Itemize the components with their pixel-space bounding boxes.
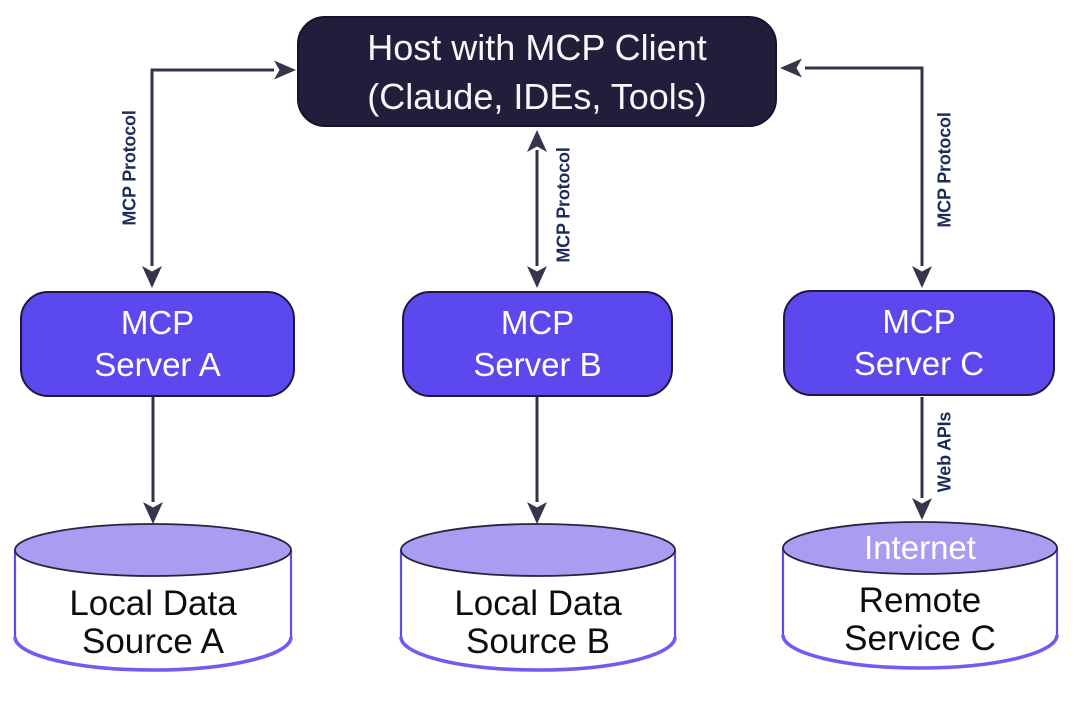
mcp-protocol-label-middle: MCP Protocol [553, 147, 574, 263]
host-box: Host with MCP Client (Claude, IDEs, Tool… [297, 16, 777, 127]
server-b-box: MCP Server B [402, 291, 673, 397]
arrowhead-into-host-middle [527, 130, 547, 152]
cylinder-b-top [400, 523, 676, 577]
host-line2: (Claude, IDEs, Tools) [367, 75, 707, 117]
cylinder-a-top [14, 523, 292, 577]
cylinder-c-bottom-arc [781, 634, 1059, 670]
arrowhead-into-server-c [912, 266, 932, 288]
connector-host-server-c [805, 66, 924, 266]
server-a-line1: MCP [120, 304, 195, 341]
server-c-line2: Server C [853, 345, 985, 382]
arrowhead-into-source-a [143, 502, 163, 524]
cylinder-c-top [782, 521, 1058, 575]
remote-service-c-label: Remote Service C [770, 582, 1070, 658]
data-source-a-line2: Source A [81, 622, 225, 661]
arrowhead-into-host-right [780, 58, 802, 78]
server-b-line2: Server B [473, 346, 602, 383]
arrowhead-into-server-b [527, 266, 547, 288]
remote-service-c-line2: Service C [844, 619, 996, 658]
arrowhead-into-internet [912, 498, 932, 520]
arrowhead-into-host-left [274, 60, 296, 80]
arrowhead-into-server-a [142, 266, 162, 288]
data-source-a-line1: Local Data [69, 584, 237, 623]
remote-service-c-line1: Remote [858, 581, 982, 620]
server-a-line2: Server A [94, 346, 221, 383]
cylinder-a-bottom-arc [13, 636, 293, 672]
data-source-b-line2: Source B [466, 622, 610, 661]
data-source-b-label: Local Data Source B [388, 585, 688, 661]
cylinder-b-bottom-arc [399, 636, 677, 672]
connector-host-server-a [150, 68, 274, 266]
data-source-b-line1: Local Data [454, 584, 622, 623]
web-apis-label: Web APIs [934, 411, 955, 493]
server-c-line1: MCP [882, 303, 956, 340]
server-a-box: MCP Server A [20, 291, 295, 397]
internet-label: Internet [864, 529, 976, 566]
arrowhead-into-source-b [527, 502, 547, 524]
mcp-protocol-label-right: MCP Protocol [934, 112, 955, 228]
server-c-box: MCP Server C [783, 290, 1055, 396]
host-line1: Host with MCP Client [367, 26, 707, 68]
mcp-protocol-label-left: MCP Protocol [119, 110, 140, 226]
data-source-a-label: Local Data Source A [3, 585, 303, 661]
server-b-line1: MCP [500, 304, 575, 341]
